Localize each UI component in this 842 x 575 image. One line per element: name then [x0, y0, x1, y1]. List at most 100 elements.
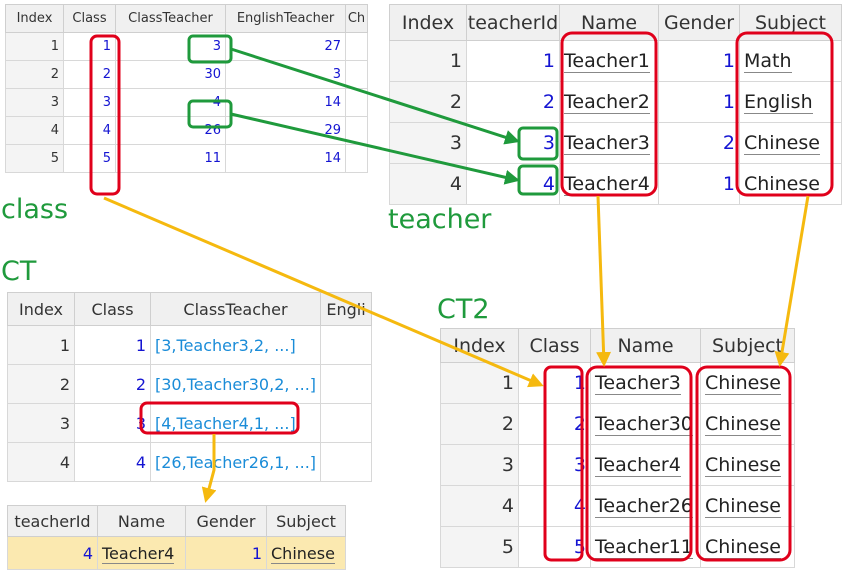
cell-gender: 1	[185, 536, 267, 570]
cell-class: 3	[63, 88, 116, 117]
cell-teacherid: 4	[7, 536, 98, 570]
cell-classteacher: 26	[115, 116, 226, 145]
cell-index: 4	[5, 116, 64, 145]
cell-gender: 1	[658, 81, 740, 123]
cell-class: 4	[74, 442, 151, 482]
cell-classteacher-ref[interactable]: [3,Teacher3,2, ...]	[150, 325, 321, 365]
cell-englishteacher: 14	[225, 88, 346, 117]
cell-subject-text: Chinese	[744, 173, 820, 196]
cell-index: 4	[7, 442, 75, 482]
cell-englishteacher: 29	[225, 116, 346, 145]
header-truncated: Engli	[320, 292, 372, 326]
header-gender: Gender	[185, 505, 267, 537]
cell-subject: Chinese	[700, 485, 795, 527]
cell-name-text: Teacher2	[564, 91, 650, 114]
header-subject: Subject	[739, 4, 842, 41]
cell-index: 5	[5, 144, 64, 173]
cell-truncated	[320, 403, 372, 443]
cell-index: 2	[389, 81, 467, 123]
label-teacher: teacher	[388, 204, 492, 235]
cell-truncated	[345, 60, 368, 89]
cell-subject: Chinese	[700, 362, 795, 404]
cell-subject-text: Chinese	[705, 454, 781, 477]
cell-index: 3	[440, 444, 519, 486]
cell-class: 5	[518, 526, 591, 568]
cell-classteacher: 30	[115, 60, 226, 89]
header-name: Name	[97, 505, 186, 537]
class-table: Index Class ClassTeacher EnglishTeacher …	[5, 4, 368, 173]
cell-englishteacher: 14	[225, 144, 346, 173]
header-truncated: Ch	[345, 4, 368, 33]
header-gender: Gender	[658, 4, 740, 41]
cell-name: Teacher4	[559, 163, 659, 205]
cell-classteacher: 3	[115, 32, 226, 61]
cell-subject: English	[739, 81, 842, 123]
header-class: Class	[63, 4, 116, 33]
cell-class: 4	[63, 116, 116, 145]
cell-name-text: Teacher4	[102, 543, 175, 564]
header-classteacher: ClassTeacher	[150, 292, 321, 326]
label-ct2: CT2	[437, 294, 490, 325]
cell-index: 3	[7, 403, 75, 443]
cell-classteacher: 4	[115, 88, 226, 117]
cell-classteacher-ref[interactable]: [4,Teacher4,1, ...]	[150, 403, 321, 443]
cell-name: Teacher2	[559, 81, 659, 123]
cell-class: 2	[518, 403, 591, 445]
cell-index: 1	[440, 362, 519, 404]
cell-class: 1	[63, 32, 116, 61]
header-classteacher: ClassTeacher	[115, 4, 226, 33]
cell-englishteacher: 3	[225, 60, 346, 89]
header-class: Class	[74, 292, 151, 326]
cell-gender: 1	[658, 163, 740, 205]
cell-subject: Chinese	[739, 163, 842, 205]
cell-class: 3	[518, 444, 591, 486]
header-name: Name	[559, 4, 659, 41]
cell-name: Teacher4	[97, 536, 186, 570]
header-subject: Subject	[266, 505, 346, 537]
cell-class: 3	[74, 403, 151, 443]
cell-truncated	[345, 88, 368, 117]
cell-classteacher-ref[interactable]: [26,Teacher26,1, ...]	[150, 442, 321, 482]
cell-name: Teacher30	[590, 403, 701, 445]
cell-index: 1	[7, 325, 75, 365]
header-englishteacher: EnglishTeacher	[225, 4, 346, 33]
cell-subject: Chinese	[700, 403, 795, 445]
cell-classteacher-ref[interactable]: [30,Teacher30,2, ...]	[150, 364, 321, 404]
cell-name: Teacher1	[559, 40, 659, 82]
cell-teacherid: 4	[466, 163, 560, 205]
cell-name: Teacher3	[559, 122, 659, 164]
cell-index: 4	[389, 163, 467, 205]
cell-teacherid: 3	[466, 122, 560, 164]
cell-teacherid: 2	[466, 81, 560, 123]
cell-subject-text: Chinese	[744, 132, 820, 155]
cell-name: Teacher4	[590, 444, 701, 486]
cell-truncated	[320, 325, 372, 365]
cell-name-text: Teacher26	[595, 495, 693, 518]
cell-name-text: Teacher4	[595, 454, 681, 477]
cell-subject-text: Chinese	[705, 536, 781, 559]
cell-teacherid: 1	[466, 40, 560, 82]
cell-truncated	[320, 364, 372, 404]
header-teacherid: teacherId	[7, 505, 98, 537]
header-index: Index	[440, 328, 519, 363]
cell-index: 3	[5, 88, 64, 117]
cell-index: 1	[5, 32, 64, 61]
cell-class: 5	[63, 144, 116, 173]
